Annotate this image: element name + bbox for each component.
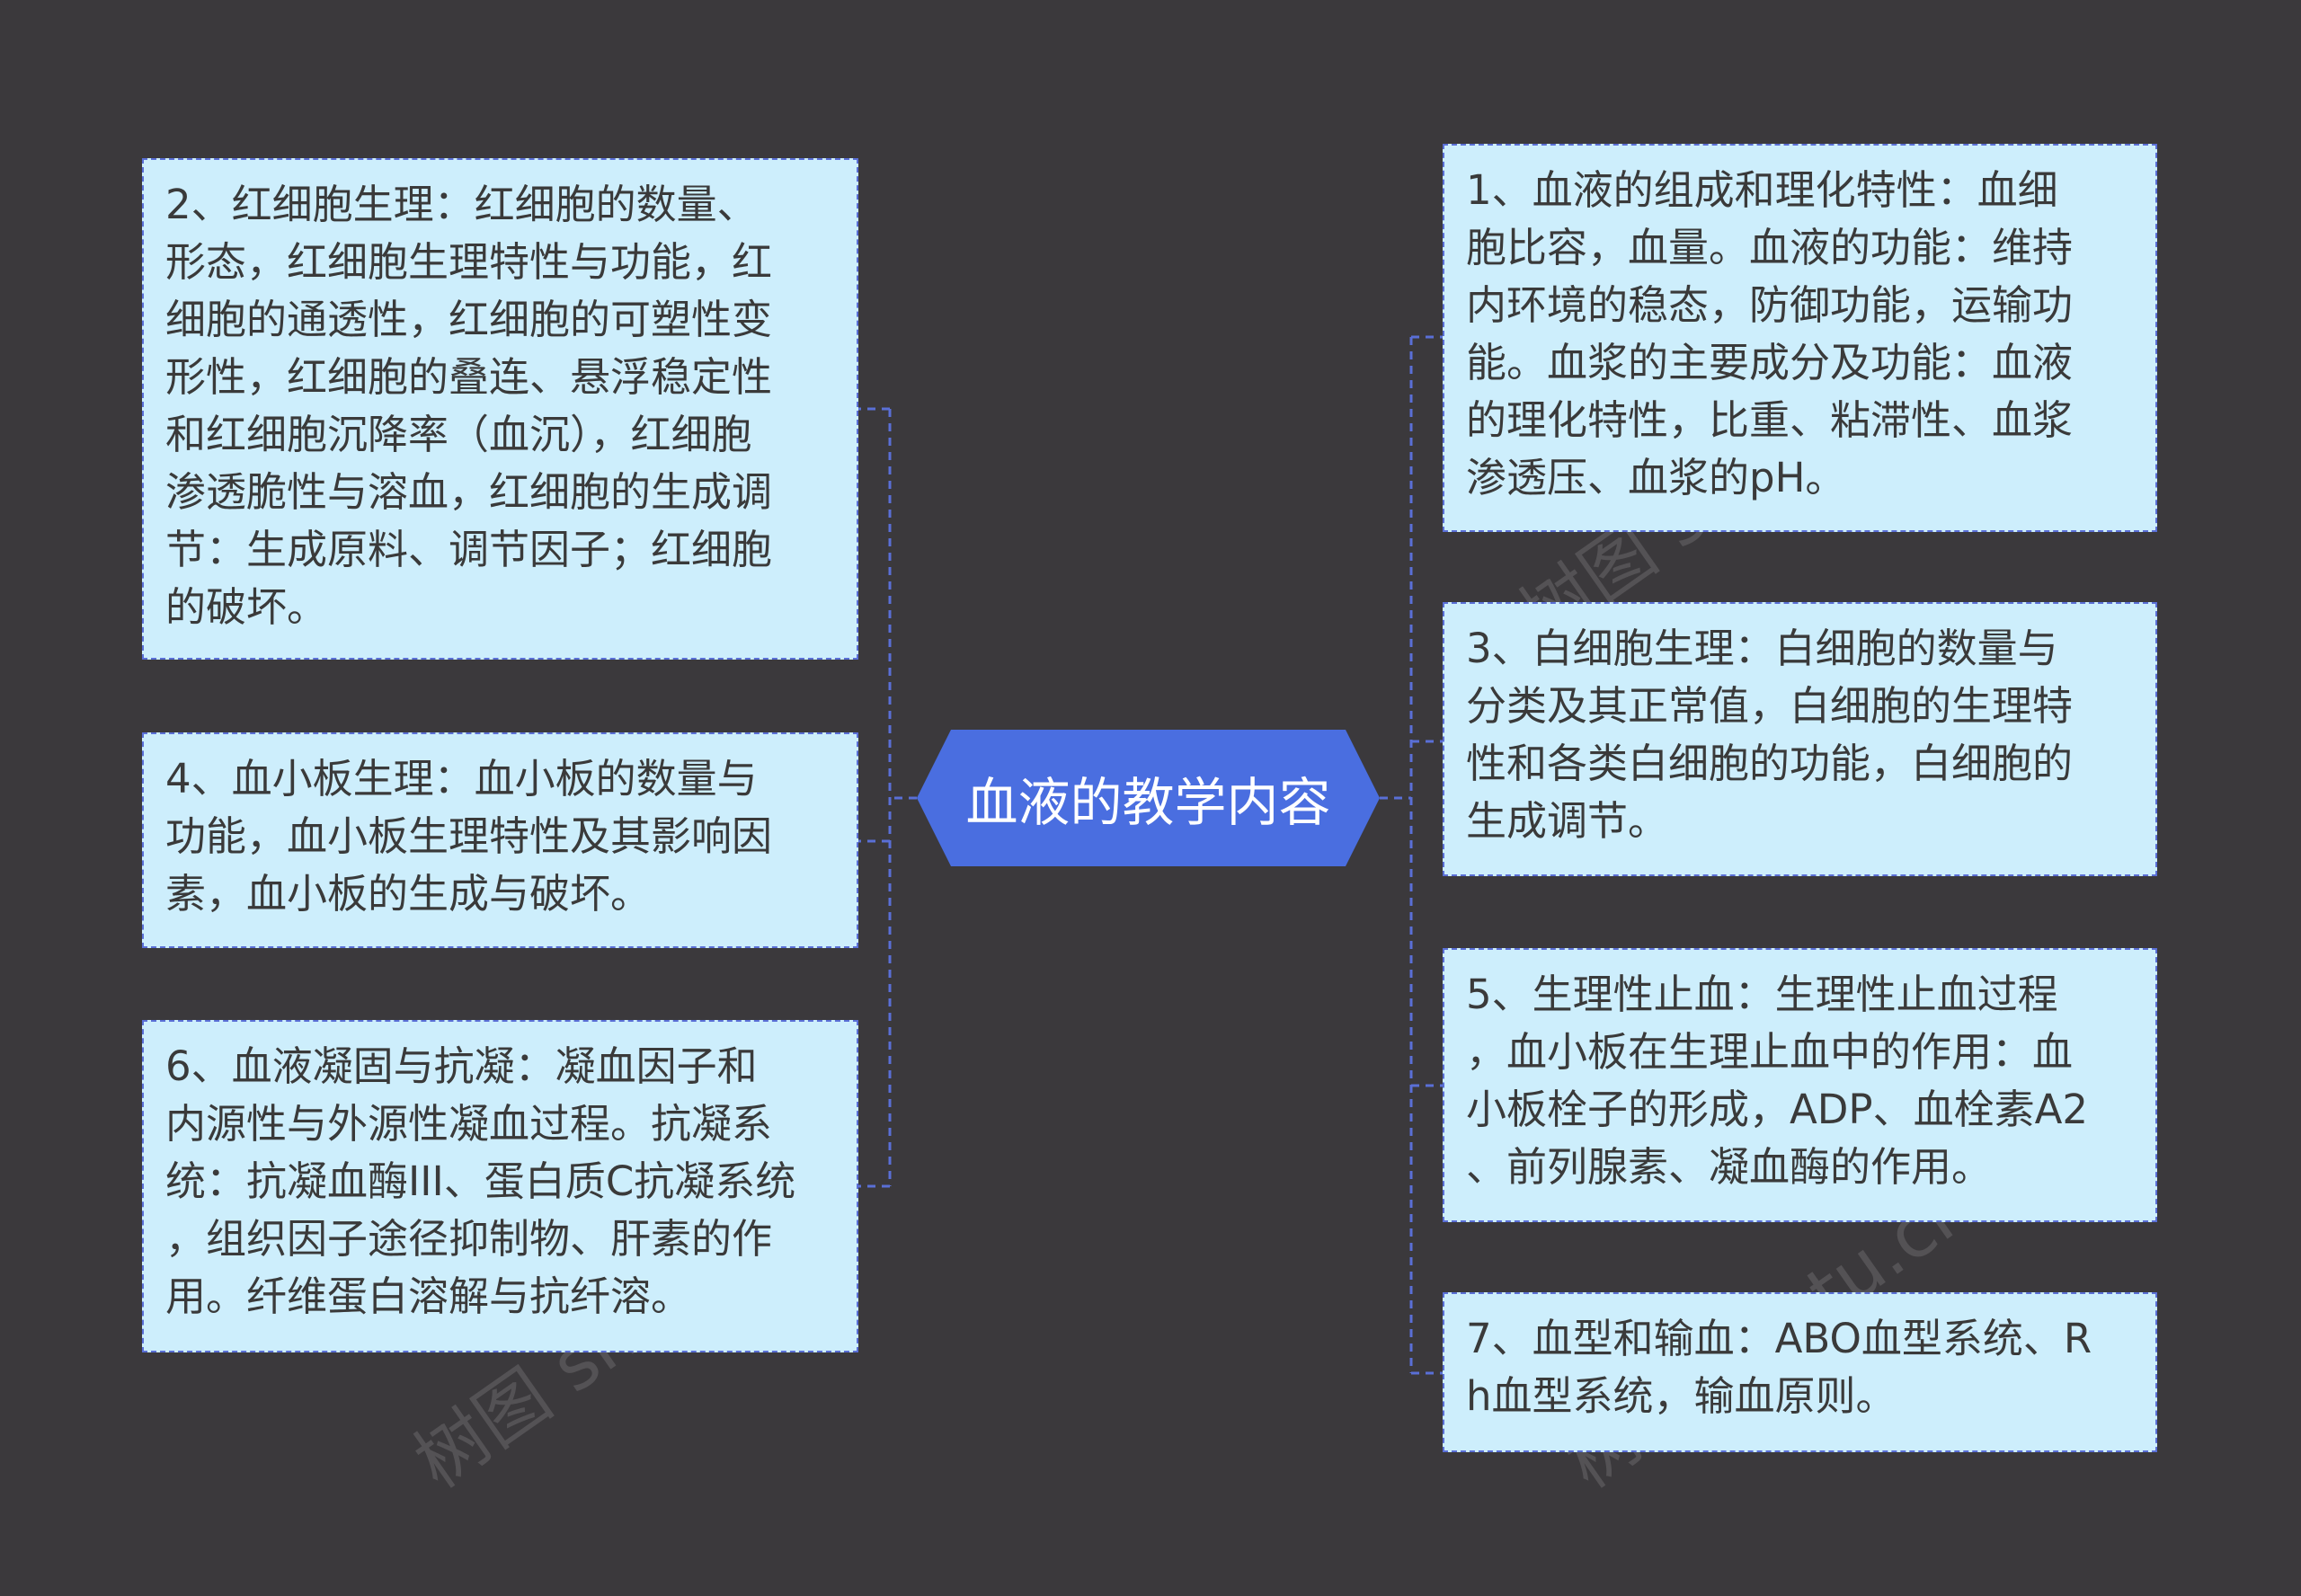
connector-left-trunk: [888, 409, 917, 1186]
topic-node-red-blood-cell[interactable]: 2、红细胞生理：红细胞的数量、 形态，红细胞生理特性与功能，红 细胞的通透性，红…: [142, 158, 858, 660]
topic-node-white-blood-cell[interactable]: 3、白细胞生理：白细胞的数量与 分类及其正常值，白细胞的生理特 性和各类白细胞的…: [1443, 602, 2157, 876]
connector-right-trunk: [1380, 337, 1413, 1373]
center-hexagon-shape: [917, 730, 1380, 866]
center-topic[interactable]: 血液的教学内容: [917, 730, 1380, 866]
topic-node-platelet[interactable]: 4、血小板生理：血小板的数量与 功能，血小板生理特性及其影响因 素，血小板的生成…: [142, 732, 858, 948]
topic-node-blood-type[interactable]: 7、血型和输血：ABO血型系统、R h血型系统，输血原则。: [1443, 1292, 2157, 1452]
topic-node-hemostasis[interactable]: 5、生理性止血：生理性止血过程 ，血小板在生理止血中的作用：血 小板栓子的形成，…: [1443, 948, 2157, 1222]
topic-node-blood-composition[interactable]: 1、血液的组成和理化特性：血细 胞比容，血量。血液的功能：维持 内环境的稳态，防…: [1443, 144, 2157, 532]
topic-node-coagulation[interactable]: 6、血液凝固与抗凝：凝血因子和 内源性与外源性凝血过程。抗凝系 统：抗凝血酶II…: [142, 1020, 858, 1352]
center-topic-label: 血液的教学内容: [965, 772, 1331, 833]
